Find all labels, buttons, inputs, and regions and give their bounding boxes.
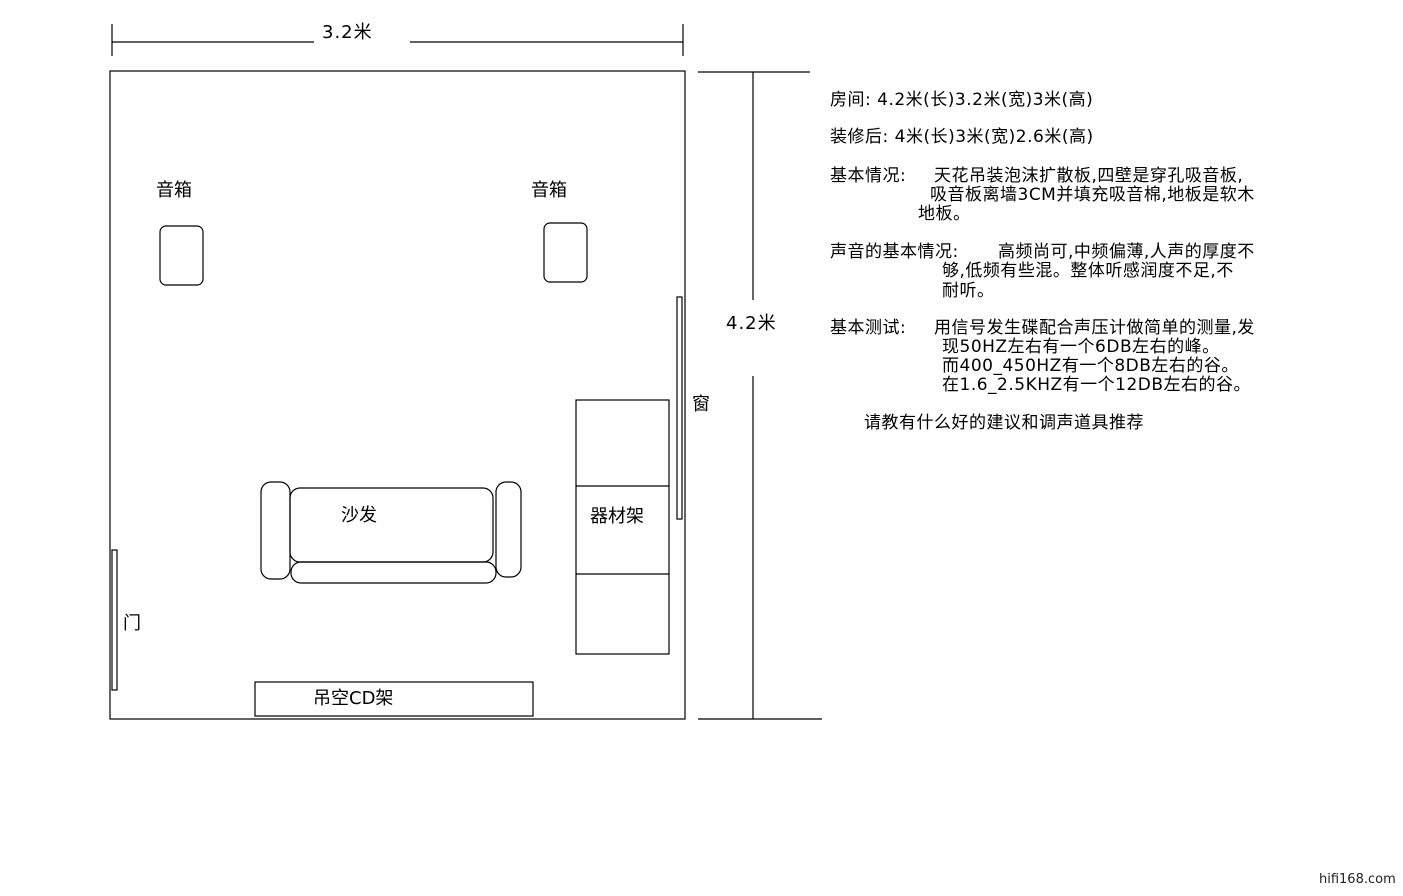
sound-info-title: 声音的基本情况: bbox=[830, 242, 959, 262]
window-label: 窗 bbox=[692, 394, 710, 415]
speaker-left-box bbox=[159, 225, 204, 286]
test-info-line: 而400_450HZ有一个8DB左右的谷。 bbox=[942, 356, 1239, 376]
cd-rack-label: 吊空CD架 bbox=[313, 688, 394, 709]
renovated-size-note: 装修后: 4米(长)3米(宽)2.6米(高) bbox=[830, 127, 1094, 147]
sound-info-line: 高频尚可,中频偏薄,人声的厚度不 bbox=[998, 242, 1255, 262]
basic-info-title: 基本情况: bbox=[830, 166, 907, 186]
basic-info-line: 天花吊装泡沫扩散板,四壁是穿孔吸音板, bbox=[934, 166, 1244, 186]
speaker-left-label: 音箱 bbox=[156, 180, 192, 201]
sofa-back bbox=[289, 487, 494, 563]
cd-rack-shape bbox=[254, 681, 534, 717]
length-dimension-label: 4.2米 bbox=[726, 313, 777, 334]
watermark: hifi168.com bbox=[1319, 872, 1396, 887]
room-size-note: 房间: 4.2米(长)3.2米(宽)3米(高) bbox=[830, 90, 1094, 110]
request-note: 请教有什么好的建议和调声道具推荐 bbox=[864, 413, 1144, 433]
speaker-right-box bbox=[543, 222, 588, 283]
test-info-line: 用信号发生碟配合声压计做简单的测量,发 bbox=[934, 318, 1255, 338]
test-info-line: 在1.6_2.5KHZ有一个12DB左右的谷。 bbox=[942, 375, 1252, 395]
sound-info-line: 够,低频有些混。整体听感润度不足,不 bbox=[942, 261, 1234, 281]
equipment-rack-shape bbox=[575, 399, 670, 655]
room-outline bbox=[109, 70, 686, 720]
basic-info-line: 地板。 bbox=[918, 204, 971, 224]
basic-info-line: 吸音板离墙3CM并填充吸音棉,地板是软木 bbox=[930, 185, 1255, 205]
sofa-seat bbox=[290, 561, 497, 584]
sofa-arm-right bbox=[495, 481, 522, 578]
sound-info-line: 耐听。 bbox=[942, 281, 995, 301]
door-label: 门 bbox=[123, 613, 141, 634]
test-info-title: 基本测试: bbox=[830, 318, 907, 338]
sofa-label: 沙发 bbox=[341, 505, 377, 526]
equipment-rack-label: 器材架 bbox=[590, 506, 644, 527]
speaker-right-label: 音箱 bbox=[531, 180, 567, 201]
width-dimension-label: 3.2米 bbox=[322, 22, 373, 43]
window-shape bbox=[676, 296, 683, 520]
test-info-line: 现50HZ左右有一个6DB左右的峰。 bbox=[942, 337, 1220, 357]
door-shape bbox=[111, 549, 118, 691]
sofa-arm-left bbox=[260, 481, 291, 580]
